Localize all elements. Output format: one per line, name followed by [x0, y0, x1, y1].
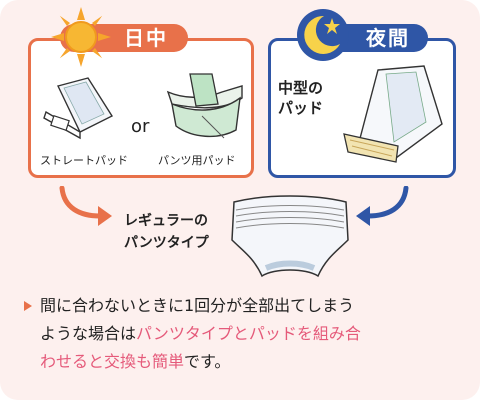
medium-pad-illustration [338, 62, 450, 172]
pants-pad-caption: パンツ用パッド [158, 154, 236, 167]
moon-star-icon [294, 6, 352, 64]
night-item-label: 中型の パッド [278, 79, 324, 117]
sun-icon [50, 6, 112, 68]
pants-illustration [226, 192, 354, 284]
note-text: 間に合わないときに1回分が全部出てしまう ような場合はパンツタイプとパッドを組み… [40, 296, 361, 371]
or-text: or [131, 116, 150, 137]
day-arrow-icon [58, 186, 112, 226]
straight-pad-caption: ストレートパッド [40, 154, 128, 167]
regular-pants-label: レギュラーの パンツタイプ [124, 213, 209, 251]
night-arrow-icon [356, 186, 410, 226]
note-bullet-icon [24, 301, 32, 311]
straight-pad-illustration [40, 72, 122, 142]
pants-pad-illustration [162, 68, 248, 146]
